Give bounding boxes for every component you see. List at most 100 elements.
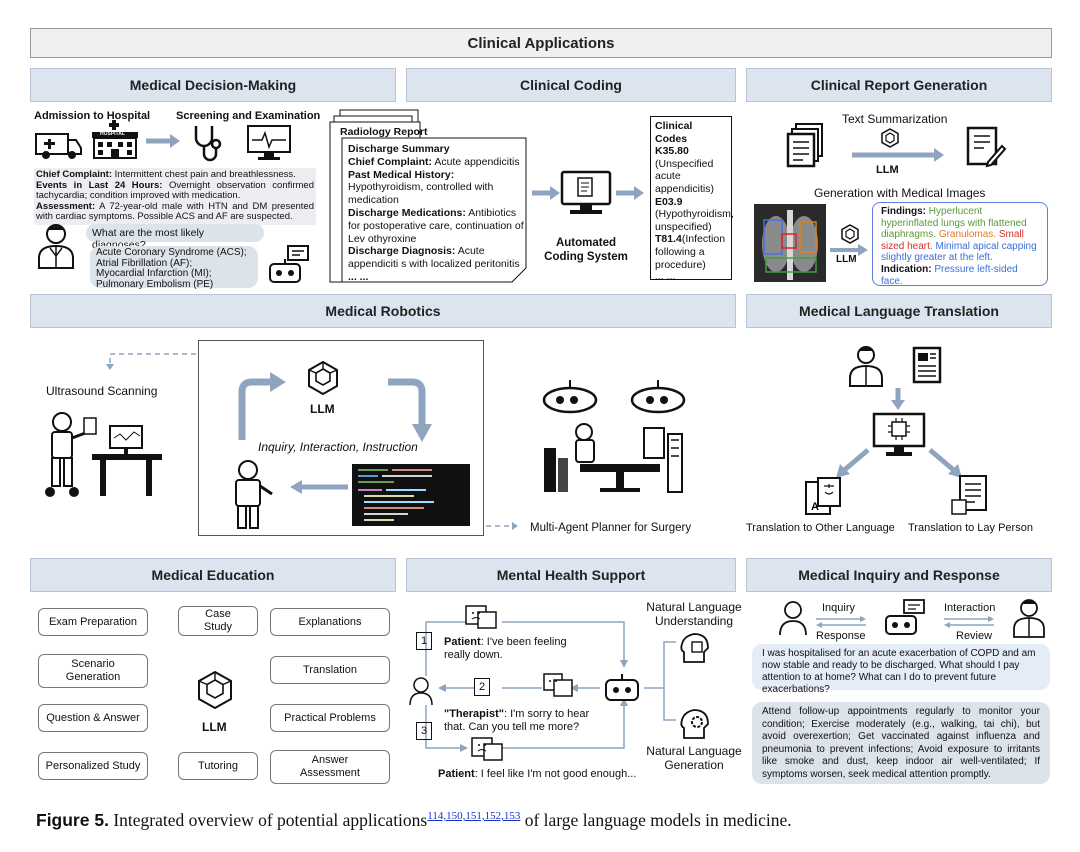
answer-bubble: Acute Coronary Syndrome (ACS); Atrial Fi… [90,246,258,290]
documents-stack-icon [786,123,823,168]
document-stack [329,109,527,283]
answer-item: Atrial Fibrillation (AF); [96,257,193,269]
header-coding: Clinical Coding [406,68,736,102]
edu-item: Answer Assessment [270,750,390,784]
arrow-right-icon [616,186,644,200]
planner-label: Multi-Agent Planner for Surgery [530,522,692,534]
robot-icon [269,245,309,283]
report-edit-icon [966,126,1007,168]
hospital-icon [92,120,138,159]
coding-system-label: Automated Coding System [544,237,628,263]
inquiry-question-bubble: I was hospitalised for an acute exacerba… [752,644,1050,695]
answer-item: Pulmonary Embolism (PE) [96,278,214,290]
hospital-sign: HOSPITAL [100,131,125,137]
patient-message-3: Patient: I feel like I'm not good enough… [438,768,637,780]
header-inquiry: Medical Inquiry and Response [746,558,1052,592]
radiology-report-label: Radiology Report [340,126,428,138]
document-icon [912,346,942,384]
clinical-note: Chief Complaint: Intermittent chest pain… [34,168,316,225]
xray-image [754,204,826,282]
main-title: Clinical Applications [30,28,1052,58]
admission-label: Admission to Hospital [34,110,151,122]
stethoscope-icon [194,126,222,162]
edu-item: Scenario Generation [38,654,148,688]
step-2-box: 2 [474,678,490,696]
llm-label: LLM [202,720,227,734]
robot-icon [605,674,639,701]
edu-item: Exam Preparation [38,608,148,636]
header-report: Clinical Report Generation [746,68,1052,102]
dashed-connector [106,353,196,370]
brain-chip-icon [680,633,709,663]
double-arrow-icon [816,616,866,628]
doctor-icon [1013,599,1045,638]
inquiry-label: Inquiry [822,602,856,614]
arrow-right-icon [830,244,868,256]
patient-icon [409,677,433,706]
therapist-message: "Therapist": I'm sorry to hear that. Can… [444,708,590,733]
doctor-icon [849,346,883,387]
ultrasound-label: Ultrasound Scanning [46,384,158,398]
question-bubble: What are the most likely diagnoses? [86,224,264,251]
edu-item: Tutoring [178,752,258,780]
robotics-loop-box [198,340,484,536]
edu-item: Translation [270,656,390,684]
header-mental: Mental Health Support [406,558,736,592]
header-education: Medical Education [30,558,396,592]
loop-arrow-left [238,372,286,440]
llm-label: LLM [310,402,335,416]
brain-gear-icon [680,709,709,739]
arrow-right-icon [852,148,944,162]
findings-box: Findings: Hyperlucent hyperinflated lung… [872,202,1048,287]
header-translation: Medical Language Translation [746,294,1052,328]
edu-item: Case Study [178,606,258,636]
response-label: Response [816,630,866,642]
header-decision: Medical Decision-Making [30,68,396,102]
svg-text:A: A [811,501,819,513]
llm-logo-icon [308,360,338,396]
robot-ultrasound-icon [45,412,162,497]
llm-logo-icon [841,224,859,244]
monitor-icon [247,125,291,160]
header-robotics: Medical Robotics [30,294,736,328]
step-3-box: 3 [416,722,432,740]
arrow-left-icon [290,480,348,494]
llm-logo-icon [198,670,232,710]
double-arrow-icon [944,616,994,628]
figure-caption: Figure 5. Integrated overview of potenti… [36,810,792,830]
arrow-right-icon [532,186,560,200]
llm-label: LLM [836,254,857,265]
clinical-codes-box: Clinical Codes K35.80(Unspecified acute … [650,116,734,283]
edu-item: Question & Answer [38,704,148,732]
discharge-summary: Discharge Summary Chief Complaint: Acute… [348,143,524,283]
code-screen-icon [352,464,470,526]
llm-logo-icon [881,128,899,148]
translate-document-icon: A [805,477,841,515]
review-label: Review [956,630,993,642]
edu-item: Explanations [270,608,390,636]
patient-icon [779,601,807,636]
ambulance-icon [35,133,82,159]
patient-message-1: Patient: I've been feeling really down. [444,636,567,661]
llm-label: LLM [876,164,899,176]
loop-label: Inquiry, Interaction, Instruction [258,440,418,454]
lay-document-icon [951,475,987,515]
arrow-right-icon [146,134,180,148]
screening-label: Screening and Examination [176,110,321,122]
edu-item: Practical Problems [270,704,390,732]
reference-links[interactable]: 114,150,151,152,153 [427,810,521,823]
surgery-room-icon [542,380,686,493]
humanoid-robot-icon [235,460,273,529]
arrow-down-right-icon [928,448,962,478]
loop-arrow-right [388,378,432,442]
interaction-label: Interaction [944,602,996,614]
lay-person-label: Translation to Lay Person [908,522,1033,534]
arrow-down-left-icon [836,448,870,478]
flow-lines [425,621,676,752]
computer-icon [872,412,926,456]
other-language-label: Translation to Other Language [746,522,895,534]
nlg-label: Natural Language Generation [646,744,742,772]
inquiry-answer-bubble: Attend follow-up appointments regularly … [752,702,1050,784]
step-1-box: 1 [416,632,432,650]
dashed-connector [486,522,518,530]
